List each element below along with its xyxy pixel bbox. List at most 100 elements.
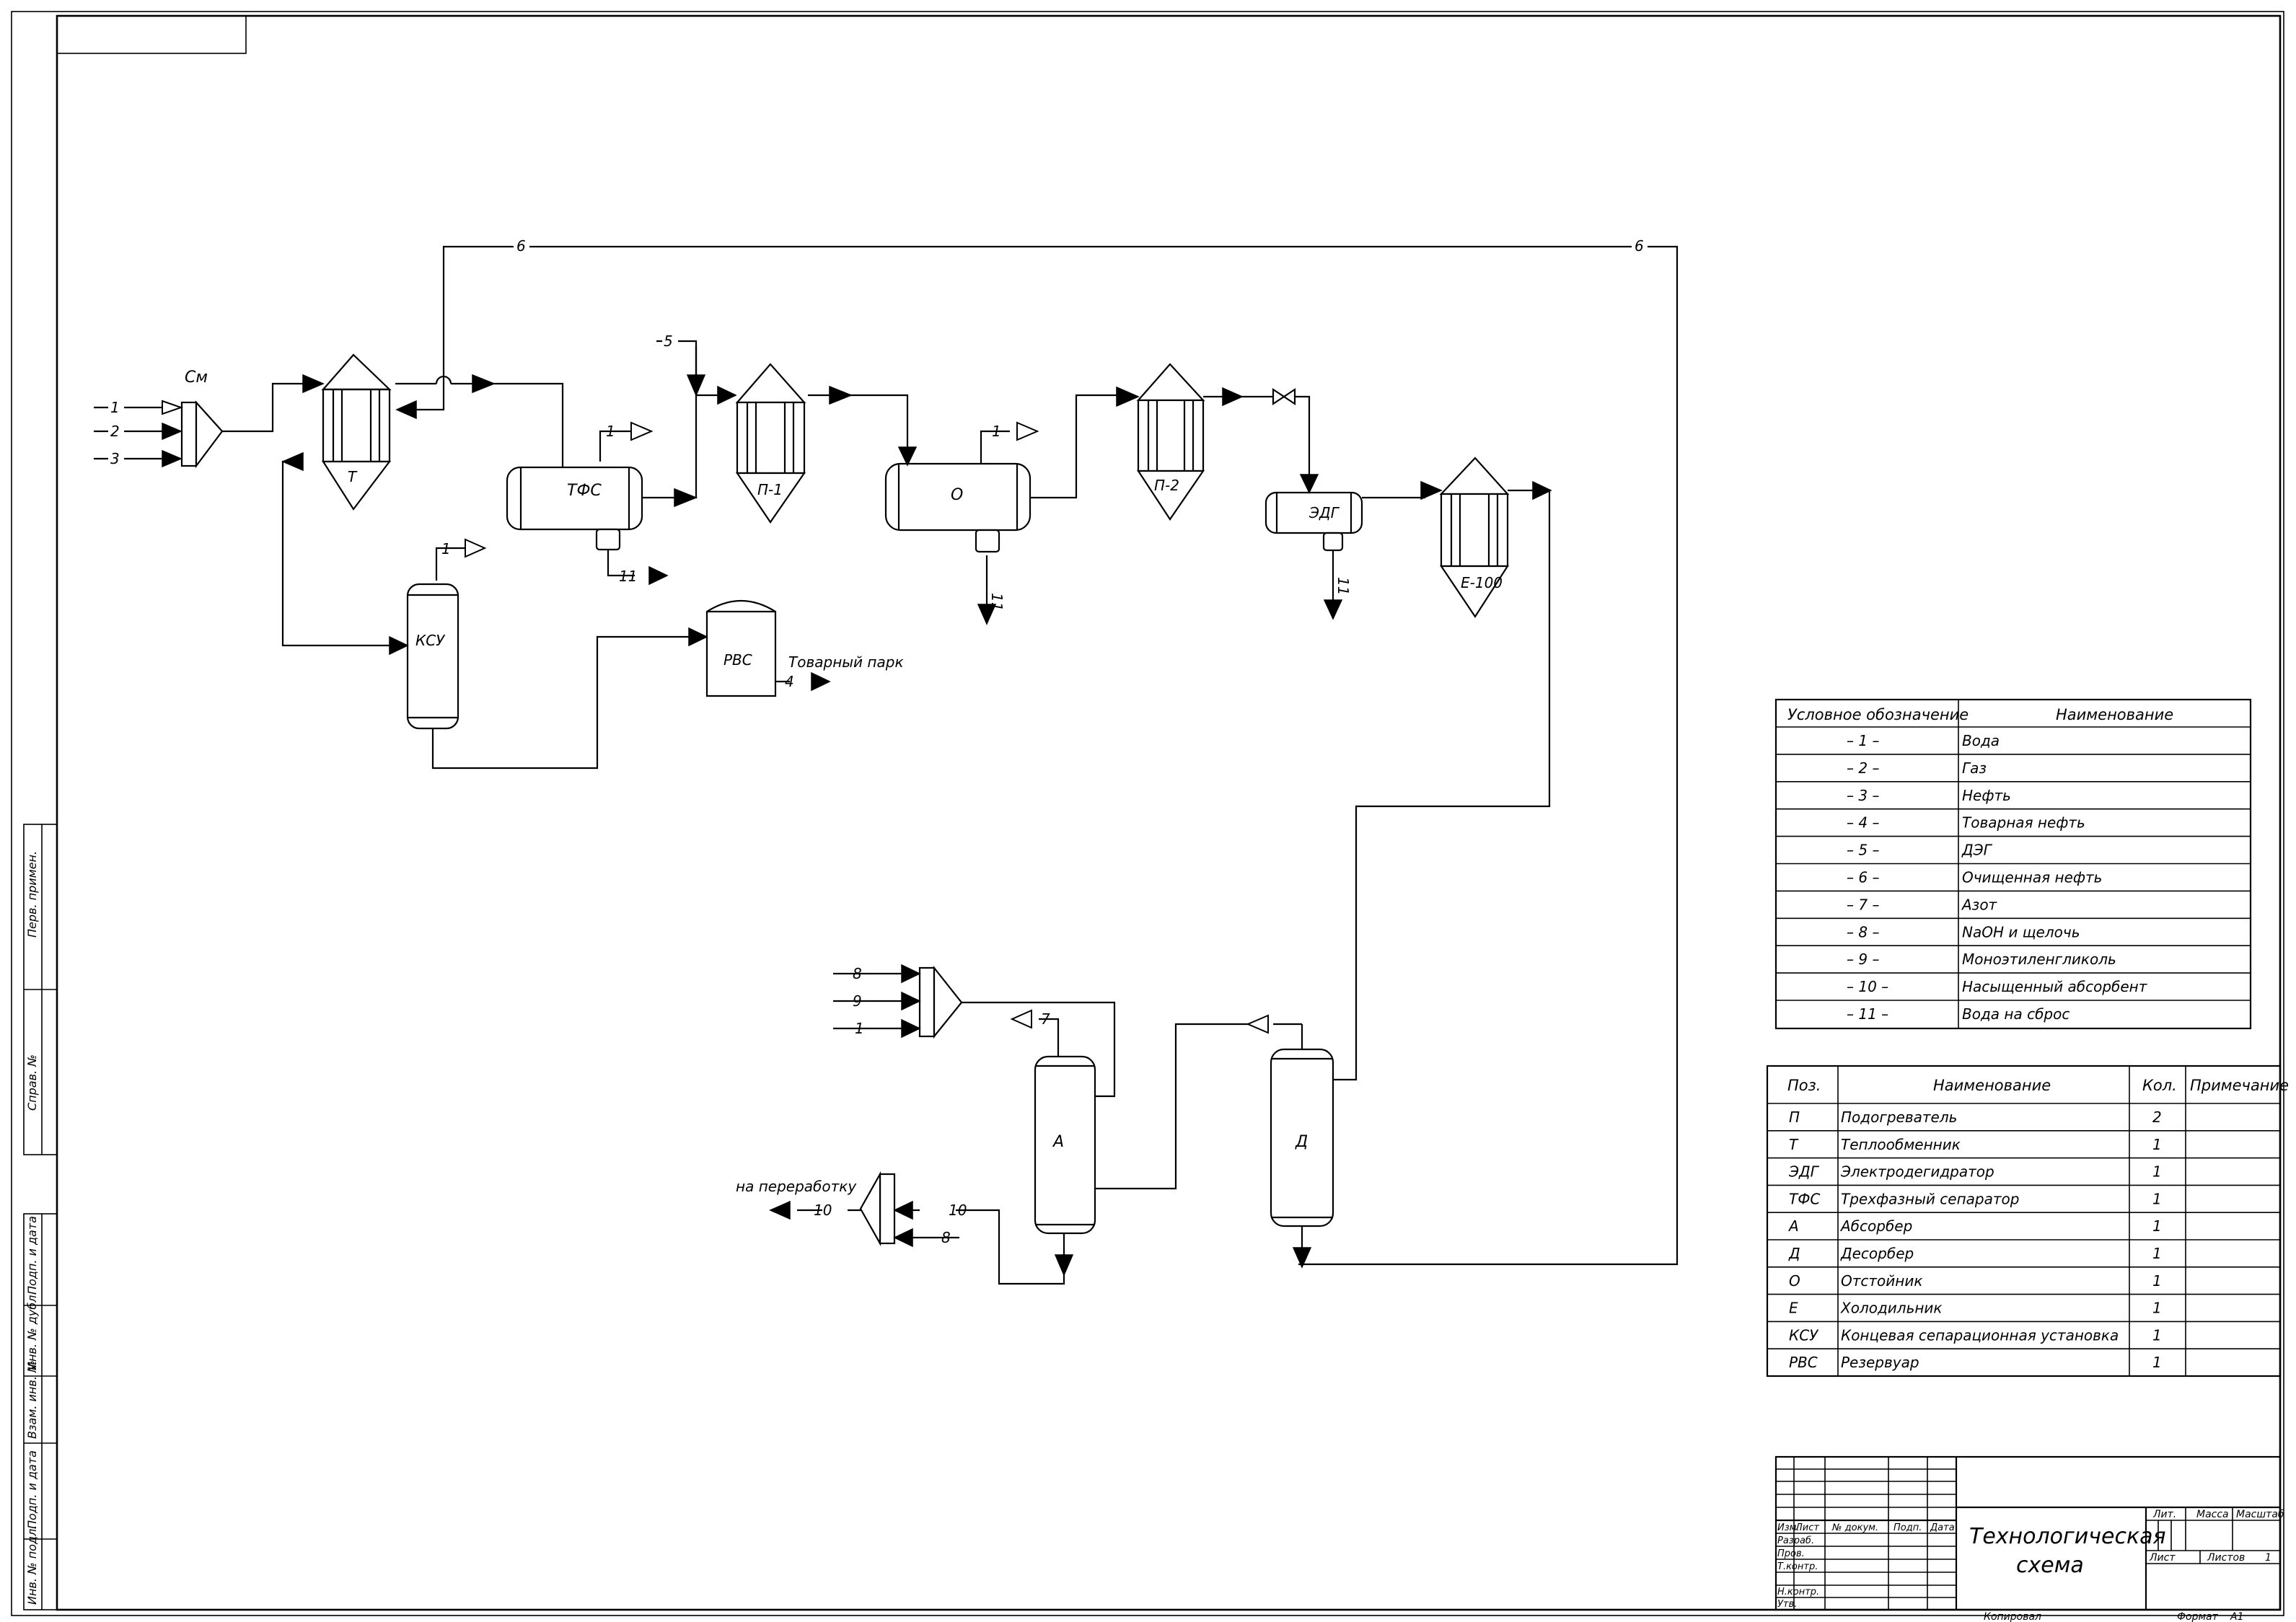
spec-pos: О [1789,1272,1800,1290]
spec-qty: 1 [2152,1300,2162,1317]
spec-pos: Е [1789,1300,1798,1317]
heater-p1: П-1 [735,363,806,524]
spec-qty: 1 [2152,1136,2162,1153]
legend-name: Насыщенный абсорбент [1962,978,2148,995]
side-label-inv-podl: Инв. № подл. [25,1525,39,1605]
tb-listov: Листов [2207,1552,2245,1564]
legend-name: Моноэтиленгликоль [1962,951,2116,968]
separator-tfs: ТФС [506,466,643,551]
flow-1-o: 1 [992,423,1001,440]
legend-name: Товарная нефть [1962,814,2085,832]
spec-name: Теплообменник [1841,1136,1961,1153]
flow-numbers: 1 2 3 6 6 5 1 1 1 11 11 11 4 Товарный па… [108,237,1648,1246]
tb-listov-val: 1 [2265,1552,2271,1564]
spec-header-name: Наименование [1933,1077,2051,1094]
legend-table: Условное обозначение Наименование – 1 –В… [1774,698,2252,1030]
flow-7: 7 [1041,1010,1050,1028]
legend-code: – 6 – [1847,869,1879,886]
legend-name: Вода на сброс [1962,1005,2070,1023]
spec-name: Десорбер [1840,1245,1914,1262]
spec-name: Подогреватель [1841,1108,1957,1126]
label-rvs: РВС [723,651,752,669]
spec-qty: 1 [2152,1326,2162,1344]
side-label-podp1: Подп. и дата [25,1216,39,1295]
side-stamp: Перв. примен. Справ. № Подп. и дата Инв.… [23,824,58,1610]
spec-qty: 1 [2152,1217,2162,1235]
side-label-vzam: Взам. инв. № [25,1360,39,1439]
legend-name: Газ [1962,759,1987,777]
legend-code: – 3 – [1847,787,1879,804]
label-p1: П-1 [757,481,783,498]
legend-code: – 9 – [1847,951,1879,968]
spec-qty: 1 [2152,1245,2162,1262]
title-block: Изм. Лист № докум. Подп. Дата Разраб. Пр… [1774,1455,2284,1622]
legend-name: Азот [1961,896,1998,913]
spec-pos: П [1789,1108,1800,1126]
flow-9-feed: 9 [853,992,862,1010]
tb-kopiroval: Копировал [1984,1611,2041,1622]
tb-prov: Пров. [1777,1548,1805,1559]
tb-lit: Лит. [2152,1509,2176,1520]
mixer-2 [918,965,963,1039]
na-pererabotku: на переработку [736,1178,857,1195]
absorber-a: А [1034,1055,1096,1235]
legend-code: – 1 – [1847,732,1879,749]
label-sm: См [185,369,208,387]
tb-format-val: А1 [2230,1611,2243,1622]
label-tfs: ТФС [567,482,602,500]
flow-1-feed2: 1 [855,1020,864,1037]
tb-list2: Лист [2149,1552,2176,1564]
spec-name: Холодильник [1840,1300,1943,1317]
tb-title-1: Технологическая [1969,1524,2166,1549]
legend-code: – 7 – [1847,896,1879,913]
label-ksu: КСУ [415,632,446,649]
flow-1-tfs: 1 [606,423,615,440]
tb-nkontr: Н.контр. [1777,1587,1819,1597]
label-t: Т [348,468,358,485]
label-p2: П-2 [1154,477,1179,494]
flow-6-right: 6 [1635,237,1644,255]
tb-massa: Масса [2196,1509,2229,1520]
label-edg: ЭДГ [1308,504,1340,521]
flow-1-ksu: 1 [441,540,451,557]
tb-tkontr: Т.контр. [1777,1561,1818,1572]
spec-name: Трехфазный сепаратор [1841,1190,2019,1207]
legend-code: – 5 – [1847,842,1879,859]
legend-code: – 4 – [1847,814,1879,832]
spec-header-qty: Кол. [2142,1077,2177,1094]
valve-icon [1272,387,1296,406]
tank-rvs: РВС [705,600,777,697]
tb-format: Формат [2177,1611,2219,1622]
legend-name: NaOH и щелочь [1962,923,2080,940]
flow-11-o: 11 [988,593,1006,611]
side-label-inv-dubl: Инв. № дубл. [25,1292,39,1370]
flow-6-left: 6 [516,237,526,255]
pipelines [94,245,1679,1285]
spec-pos: РВС [1789,1354,1818,1371]
flow-8-feed: 8 [853,965,862,982]
settler-o: О [884,462,1032,553]
spec-name: Отстойник [1841,1272,1922,1290]
flow-1-feed: 1 [110,399,120,416]
spec-pos: Д [1788,1245,1800,1262]
spec-qty: 1 [2152,1354,2162,1371]
legend-code: – 11 – [1847,1005,1888,1023]
spec-name: Электродегидратор [1840,1163,1994,1181]
ksu-column: КСУ [406,583,459,730]
tb-ndoc: № докум. [1831,1522,1878,1533]
spec-name: Абсорбер [1839,1217,1912,1235]
legend-name: Нефть [1962,787,2011,804]
spec-pos: ЭДГ [1788,1163,1820,1181]
side-label-sprav: Справ. № [25,1054,39,1111]
spec-qty: 1 [2152,1190,2162,1207]
spec-pos: КСУ [1789,1326,1819,1344]
spec-header-note: Примечание [2190,1077,2289,1094]
flow-11-tfs: 11 [619,568,637,585]
spec-qty: 1 [2152,1272,2162,1290]
flow-4: 4 [785,673,794,690]
spec-pos: ТФС [1789,1190,1820,1207]
legend-code: – 2 – [1847,759,1879,777]
mixer-sm: См [180,369,224,469]
